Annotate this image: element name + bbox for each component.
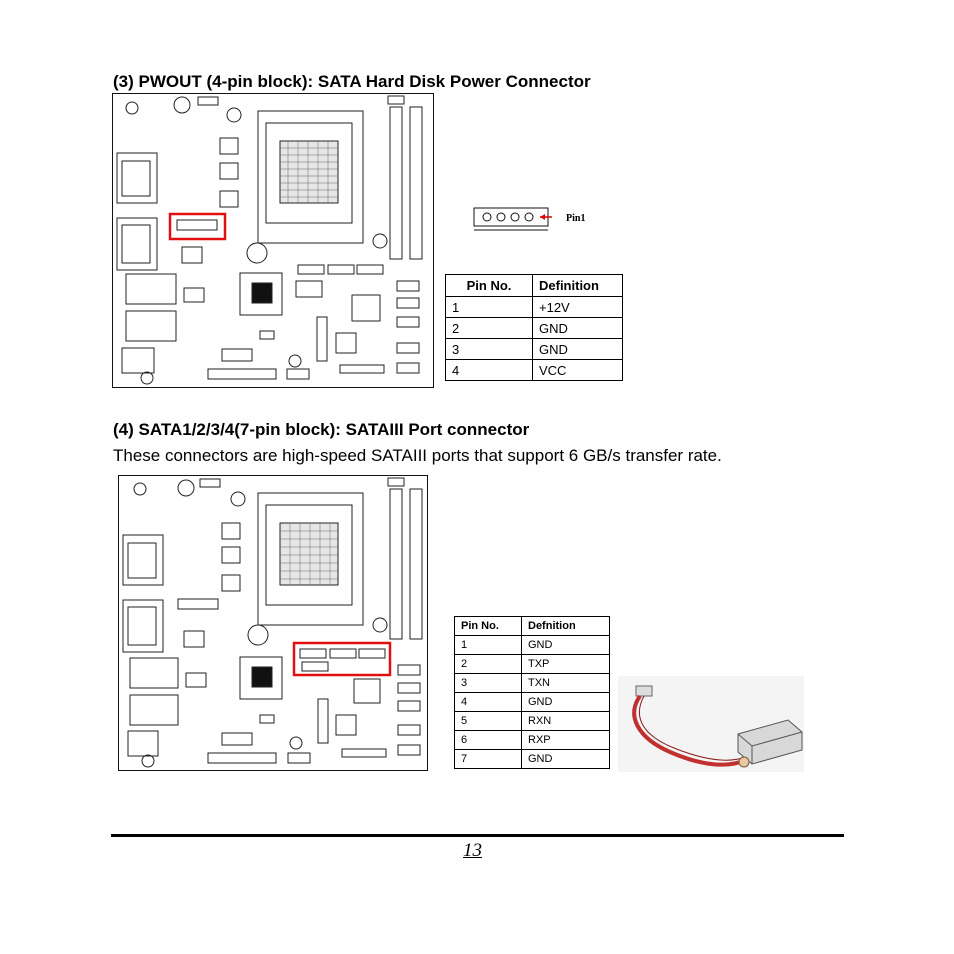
pin-no-header: Pin No. (445, 274, 533, 297)
pin-number: 2 (454, 654, 522, 674)
pwout-connector-icon (473, 207, 552, 231)
footer-rule (111, 834, 844, 837)
table-header-row: Pin No. Definition (445, 274, 623, 297)
table-row: 4 VCC (445, 359, 623, 381)
pin-number: 1 (454, 635, 522, 655)
motherboard-layout-diagram-sata (118, 475, 428, 771)
table-row: 2 GND (445, 317, 623, 339)
pin-definition: TXP (521, 654, 610, 674)
pin-number: 5 (454, 711, 522, 731)
definition-header: Definition (532, 274, 623, 297)
pin-number: 1 (445, 296, 533, 318)
motherboard-layout-diagram-pwout (112, 93, 434, 388)
pin-definition: RXP (521, 730, 610, 750)
section4-description: These connectors are high-speed SATAIII … (113, 446, 722, 465)
pin-definition: +12V (532, 296, 623, 318)
pin-no-header: Pin No. (454, 616, 522, 636)
pin-number: 6 (454, 730, 522, 750)
pin-number: 2 (445, 317, 533, 339)
pin-number: 3 (454, 673, 522, 693)
pin-number: 7 (454, 749, 522, 769)
page-number: 13 (463, 840, 482, 861)
pin-definition: GND (521, 749, 610, 769)
section3-heading: (3) PWOUT (4-pin block): SATA Hard Disk … (113, 72, 591, 91)
pin-definition: RXN (521, 711, 610, 731)
pin1-label: Pin1 (566, 213, 586, 224)
pin-definition: TXN (521, 673, 610, 693)
sata-cable-image (618, 676, 804, 772)
pin-definition: GND (521, 635, 610, 655)
pin-number: 4 (445, 359, 533, 381)
pin-definition: GND (521, 692, 610, 712)
definition-header: Defnition (521, 616, 610, 636)
pin-definition: GND (532, 338, 623, 360)
table-header-row: Pin No. Defnition (454, 616, 610, 636)
pin-definition: GND (532, 317, 623, 339)
table-row: 1 +12V (445, 296, 623, 318)
pin-number: 3 (445, 338, 533, 360)
pwout-pin-table: Pin No. Definition 1 +12V 2 GND 3 GND 4 … (445, 274, 623, 381)
table-row: 3 GND (445, 338, 623, 360)
section4-heading: (4) SATA1/2/3/4(7-pin block): SATAIII Po… (113, 420, 530, 439)
pin-number: 4 (454, 692, 522, 712)
pin-definition: VCC (532, 359, 623, 381)
